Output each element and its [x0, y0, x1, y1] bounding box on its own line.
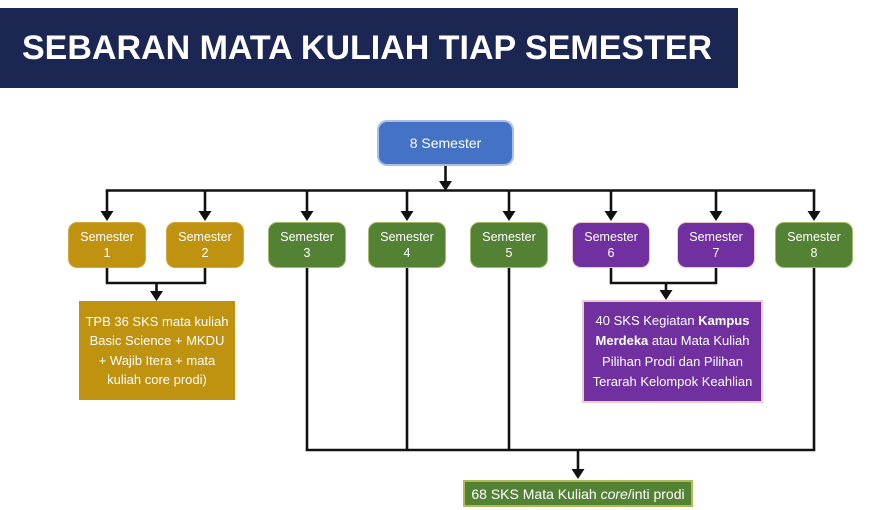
semester-number: 5 — [505, 246, 513, 260]
semester-label: Semester — [787, 229, 841, 244]
tpb-callout-text: TPB 36 SKS mata kuliah Basic Science + M… — [85, 313, 229, 388]
semester-label: Semester — [178, 229, 232, 244]
title-bar: SEBARAN MATA KULIAH TIAP SEMESTER — [0, 8, 738, 88]
semester-label: Semester — [482, 229, 536, 244]
semester-4-box: Semester 4 — [368, 222, 446, 268]
kampus-merdeka-callout-box: 40 SKS Kegiatan Kampus Merdeka atau Mata… — [582, 300, 763, 403]
semester-3-box: Semester 3 — [268, 222, 346, 268]
core-prodi-text-italic: core — [600, 485, 628, 502]
semester-number: 8 — [810, 246, 818, 260]
page-title: SEBARAN MATA KULIAH TIAP SEMESTER — [22, 28, 713, 67]
semester-number: 2 — [201, 246, 209, 260]
semester-number: 1 — [103, 246, 111, 260]
semester-number: 6 — [607, 246, 615, 260]
semester-number: 4 — [403, 246, 411, 260]
core-prodi-box: 68 SKS Mata Kuliah core/inti prodi — [463, 480, 693, 507]
semester-label: Semester — [380, 229, 434, 244]
semester-1-box: Semester 1 — [68, 222, 146, 268]
semester-number: 7 — [712, 246, 720, 260]
semester-label: Semester — [584, 229, 638, 244]
semester-label: Semester — [689, 229, 743, 244]
semester-6-box: Semester 6 — [572, 222, 650, 268]
semester-number: 3 — [303, 246, 311, 260]
core-prodi-text-suffix: /inti prodi — [627, 485, 685, 502]
semester-label: Semester — [80, 229, 134, 244]
semester-label: Semester — [280, 229, 334, 244]
tpb-callout-box: TPB 36 SKS mata kuliah Basic Science + M… — [79, 301, 235, 400]
semester-2-box: Semester 2 — [166, 222, 244, 268]
root-node-label: 8 Semester — [409, 135, 482, 151]
semester-7-box: Semester 7 — [677, 222, 755, 268]
semester-8-box: Semester 8 — [775, 222, 853, 268]
root-node-8-semester: 8 Semester — [377, 120, 514, 166]
core-prodi-text-prefix: 68 SKS Mata Kuliah — [471, 485, 601, 502]
kampus-merdeka-callout-text: 40 SKS Kegiatan Kampus Merdeka atau Mata… — [592, 313, 753, 389]
semester-5-box: Semester 5 — [470, 222, 548, 268]
